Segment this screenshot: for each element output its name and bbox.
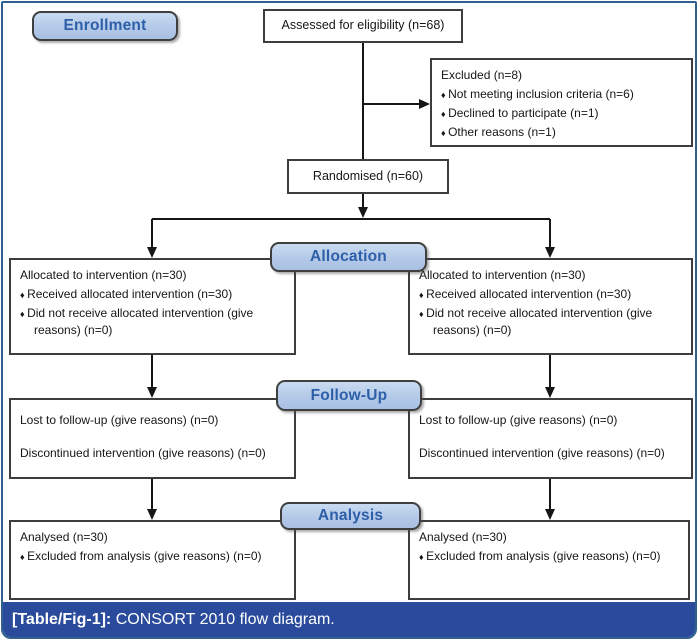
stage-label-enrollment: Enrollment bbox=[32, 11, 178, 41]
analysis-left-title: Analysed (n=30) bbox=[20, 530, 108, 544]
box-analysis-right: Analysed (n=30) Excluded from analysis (… bbox=[408, 520, 690, 600]
excluded-title: Excluded (n=8) bbox=[441, 68, 523, 82]
box-allocation-left: Allocated to intervention (n=30) Receive… bbox=[9, 258, 296, 355]
box-analysis-left: Analysed (n=30) Excluded from analysis (… bbox=[9, 520, 296, 600]
followup-left-line: Lost to follow-up (give reasons) (n=0) bbox=[20, 413, 219, 427]
figure-caption-label: [Table/Fig-1]: bbox=[12, 610, 112, 628]
figure-caption-text: CONSORT 2010 flow diagram. bbox=[111, 610, 335, 628]
followup-left-line: Discontinued intervention (give reasons)… bbox=[20, 446, 266, 461]
allocation-left-title: Allocated to intervention (n=30) bbox=[20, 268, 187, 282]
stage-label-allocation: Allocation bbox=[270, 242, 427, 272]
analysis-right-title: Analysed (n=30) bbox=[419, 530, 507, 544]
allocation-left-item: Received allocated intervention (n=30) bbox=[20, 286, 285, 303]
excluded-item: Not meeting inclusion criteria (n=6) bbox=[441, 86, 682, 103]
excluded-item: Other reasons (n=1) bbox=[441, 124, 682, 141]
box-followup-right: Lost to follow-up (give reasons) (n=0) D… bbox=[408, 398, 693, 479]
box-allocation-right: Allocated to intervention (n=30) Receive… bbox=[408, 258, 693, 355]
stage-label-followup: Follow-Up bbox=[276, 380, 422, 411]
analysis-right-item: Excluded from analysis (give reasons) (n… bbox=[419, 548, 679, 565]
followup-right-line: Discontinued intervention (give reasons)… bbox=[419, 446, 665, 461]
figure-caption-bar: [Table/Fig-1]: CONSORT 2010 flow diagram… bbox=[3, 602, 695, 637]
box-followup-left: Lost to follow-up (give reasons) (n=0) D… bbox=[9, 398, 296, 479]
excluded-item: Declined to participate (n=1) bbox=[441, 105, 682, 122]
stage-label-analysis: Analysis bbox=[280, 502, 421, 530]
box-randomised: Randomised (n=60) bbox=[287, 159, 449, 194]
box-assessed-for-eligibility: Assessed for eligibility (n=68) bbox=[263, 9, 463, 43]
allocation-right-title: Allocated to intervention (n=30) bbox=[419, 268, 586, 282]
followup-right-line: Lost to follow-up (give reasons) (n=0) bbox=[419, 413, 618, 427]
analysis-left-item: Excluded from analysis (give reasons) (n… bbox=[20, 548, 285, 565]
allocation-right-item: Did not receive allocated intervention (… bbox=[419, 305, 682, 339]
box-excluded: Excluded (n=8) Not meeting inclusion cri… bbox=[430, 58, 693, 147]
allocation-left-item: Did not receive allocated intervention (… bbox=[20, 305, 285, 339]
allocation-right-item: Received allocated intervention (n=30) bbox=[419, 286, 682, 303]
